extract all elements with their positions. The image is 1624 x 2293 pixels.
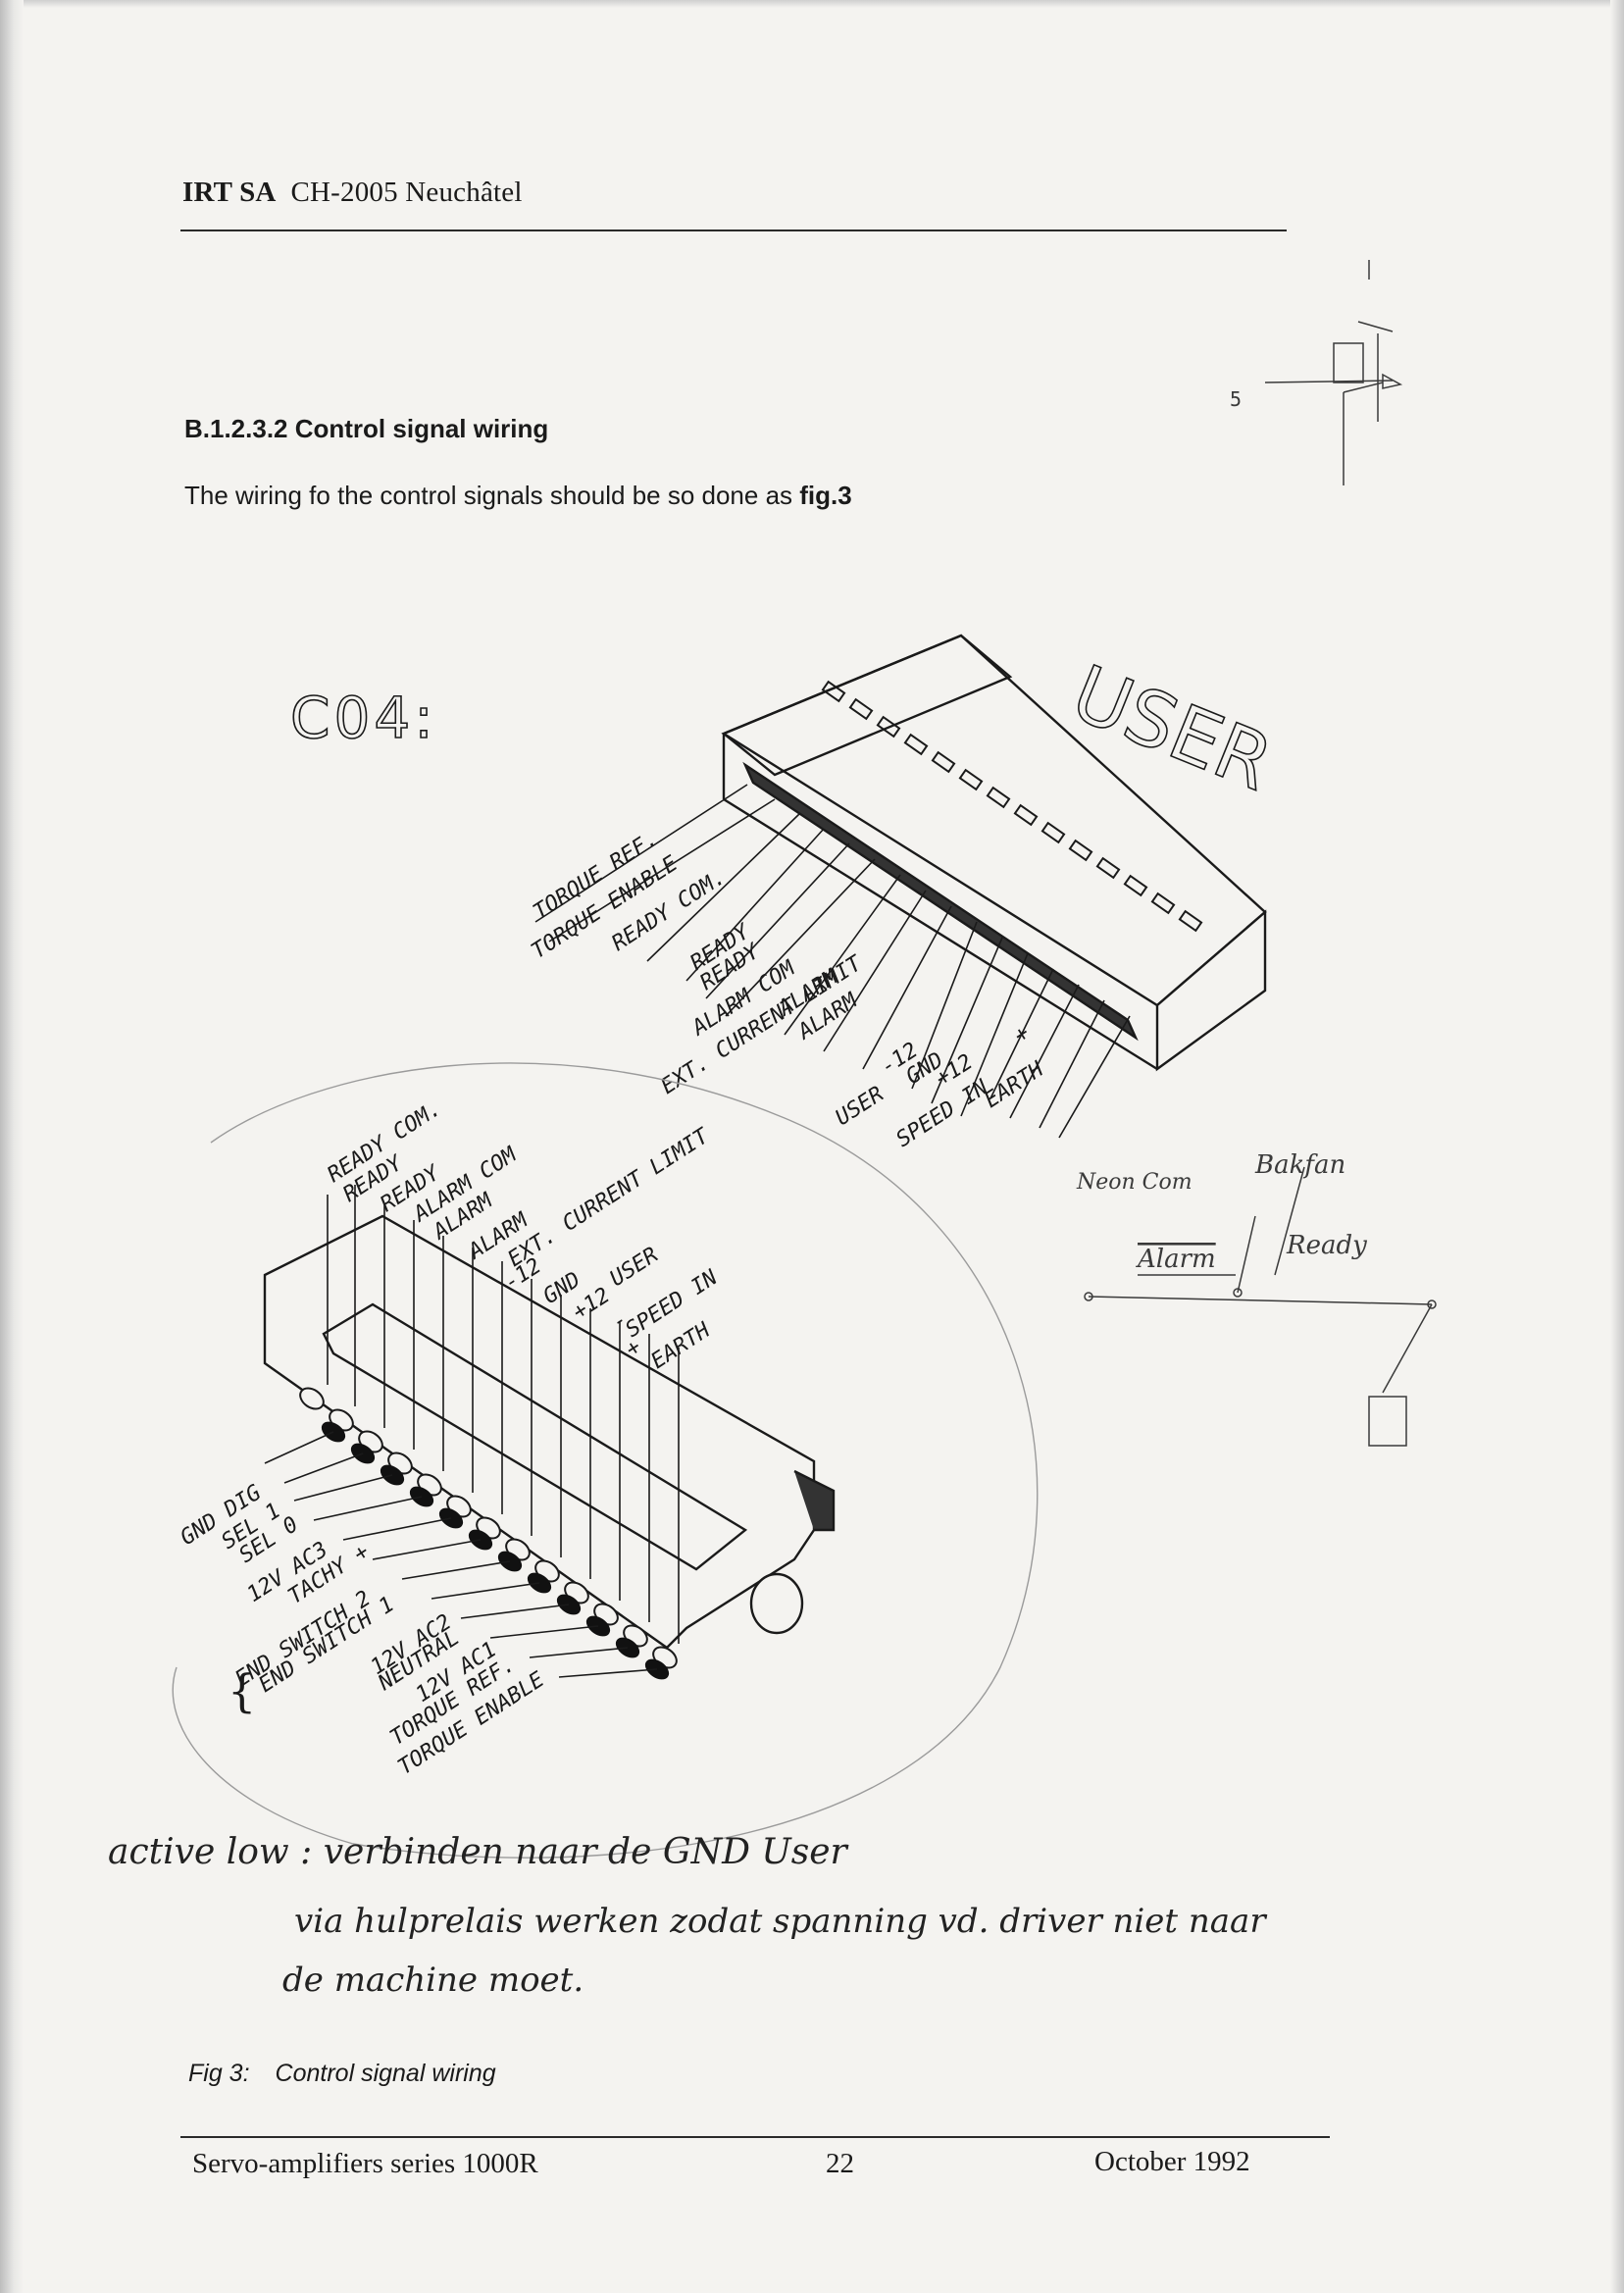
- hand-label: Neon Com: [1076, 1170, 1193, 1195]
- upper-connector-top-pins: [821, 680, 1203, 933]
- dsub-bottom-leaders: [264, 1431, 658, 1678]
- footer-divider: [180, 2136, 1330, 2138]
- dsub-top-label: EXT. CURRENT LIMIT: [504, 1123, 715, 1272]
- page-left-edge: [0, 0, 24, 2293]
- page-right-edge: [1610, 0, 1624, 2293]
- upper-label: +: [1010, 1021, 1035, 1048]
- hand-note-line-2: via hulprelais werken zodat spanning vd.…: [294, 1902, 1267, 1941]
- dsub-connector: [263, 1214, 836, 1650]
- svg-text:5: 5: [1230, 387, 1242, 411]
- hand-note-line-3: de machine moet.: [282, 1961, 584, 2000]
- handwritten-loop: [172, 1062, 1039, 1859]
- footer-date: October 1992: [1094, 2146, 1250, 2177]
- caption-label: Fig 3:: [188, 2060, 250, 2087]
- page-number: 22: [826, 2148, 854, 2179]
- handwritten-sketch-top-right: 5: [1230, 260, 1403, 485]
- hand-label: Ready: [1286, 1231, 1367, 1260]
- handwritten-relay-labels: Neon Com Bakfan Alarm Ready: [1076, 1150, 1367, 1274]
- footer-title: Servo-amplifiers series 1000R: [192, 2148, 538, 2179]
- page-top-edge: [0, 0, 1624, 8]
- figure-reference: fig.3: [799, 481, 852, 510]
- upper-label: EARTH: [981, 1057, 1049, 1113]
- page-header: IRT SA CH-2005 Neuchâtel: [182, 177, 523, 209]
- handwritten-notes: active low : verbinden naar de GND User …: [108, 1832, 1267, 2000]
- dsub-top-leaders: [327, 1185, 680, 1644]
- header-company: IRT SA: [182, 177, 277, 208]
- hand-label: Alarm: [1136, 1245, 1216, 1274]
- upper-leader-lines: [534, 784, 1131, 1139]
- upper-label: USER: [832, 1082, 888, 1131]
- header-location: CH-2005 Neuchâtel: [290, 177, 523, 208]
- upper-connector: [721, 634, 1267, 1072]
- dsub-top-label: USER: [606, 1243, 663, 1292]
- figure-caption: Fig 3: Control signal wiring: [188, 2060, 496, 2088]
- connector-id: C04:: [290, 685, 437, 751]
- hand-label: Bakfan: [1254, 1150, 1345, 1180]
- hand-note-line-1: active low : verbinden naar de GND User: [108, 1832, 849, 1872]
- handwritten-relay-sketch: [1084, 1166, 1437, 1447]
- intro-text: The wiring fo the control signals should…: [184, 481, 800, 510]
- handwritten-brace: {: [228, 1664, 256, 1717]
- intro-paragraph: The wiring fo the control signals should…: [184, 481, 852, 511]
- header-divider: [180, 229, 1287, 231]
- caption-text: Control signal wiring: [275, 2060, 496, 2087]
- section-heading: B.1.2.3.2 Control signal wiring: [184, 414, 549, 443]
